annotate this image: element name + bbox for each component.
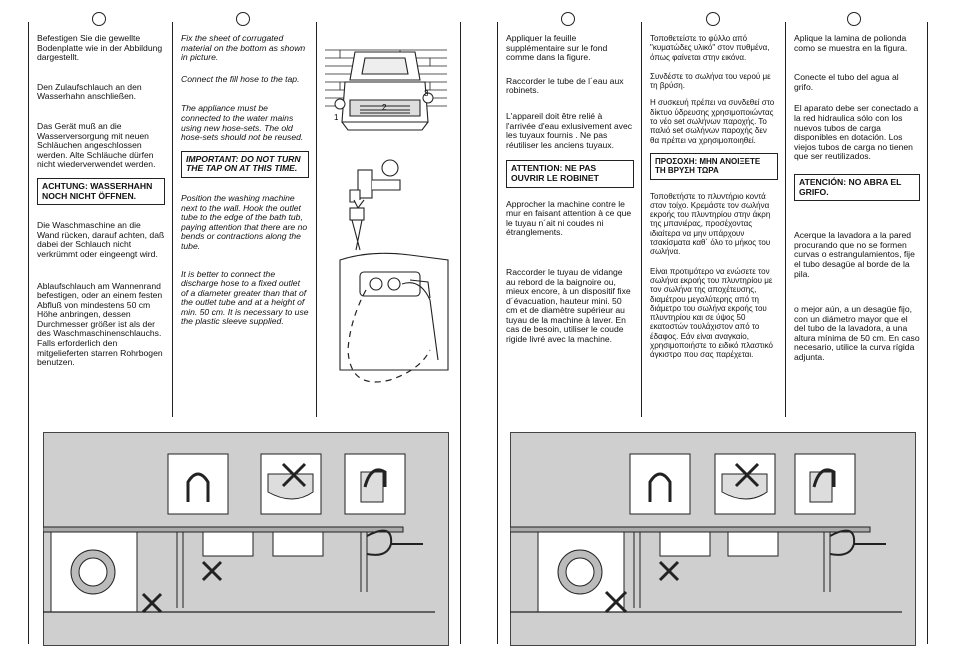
gr-step-discharge-hose: Είναι προτιμότερο να ενώσετε τον σωλήνα …: [650, 266, 773, 360]
page-divider-center-right: [497, 22, 498, 644]
de-step-corrugated-sheet: Befestigen Sie die gewellte Bodenplatte …: [37, 33, 163, 63]
en-step-corrugated-sheet: Fix the sheet of corrugated material on …: [181, 33, 306, 63]
gr-step-position-machine: Τοποθετήστε το πλυντήριο κοντά στον τοίχ…: [650, 191, 771, 257]
es-step-fill-hose: Conecte el tubo del agua al grifo.: [794, 72, 899, 92]
language-marker-fr: [561, 12, 575, 26]
fr-step-new-hoses: L'appareil doit être relié à l'arrivée d…: [506, 110, 633, 150]
de-warning-box: ACHTUNG: WASSERHAHN NOCH NICHT ÖFFNEN.: [37, 177, 165, 206]
column-french: Appliquer la feuille supplémentaire sur …: [506, 33, 634, 357]
column-greek: Τοποθετείστε το φύλλο από "κυματώδες υλι…: [650, 34, 778, 372]
figure-tap-hose: [339, 159, 449, 383]
installation-diagram-right: [510, 453, 902, 614]
column-divider-2: [316, 22, 317, 417]
en-step-fill-hose: Connect the fill hose to the tap.: [181, 73, 300, 84]
column-spanish: Aplique la lamina de poliondа como se mu…: [794, 33, 920, 375]
gr-step-corrugated-sheet: Τοποθετείστε το φύλλο από "κυματώδες υλι…: [650, 34, 770, 62]
figure-label-3: 3: [424, 89, 429, 98]
column-divider-1: [172, 22, 173, 417]
figure-label-1: 1: [334, 113, 339, 122]
fr-step-discharge-hose: Raccorder le tuyau de vidange au rebord …: [506, 266, 631, 345]
fr-step-corrugated-sheet: Appliquer la feuille supplémentaire sur …: [506, 33, 608, 63]
en-step-discharge-hose: It is better to connect the discharge ho…: [181, 268, 309, 327]
column-german: Befestigen Sie die gewellte Bodenplatte …: [37, 33, 165, 380]
page-divider-center-left: [460, 22, 461, 644]
en-step-new-hoses: The appliance must be connected to the w…: [181, 103, 304, 143]
en-warning-box: IMPORTANT: DO NOT TURN THE TAP ON AT THI…: [181, 150, 309, 178]
gr-warning-box: ΠΡΟΣΟΧΗ: ΜΗΝ ΑΝΟΙΞΕΤΕ ΤΗ ΒΡΥΣΗ ΤΩΡΑ: [650, 152, 778, 180]
language-marker-es: [847, 12, 861, 26]
language-marker-en: [236, 12, 250, 26]
language-marker-de: [92, 12, 106, 26]
es-step-corrugated-sheet: Aplique la lamina de poliondа como se mu…: [794, 33, 908, 53]
column-divider-4: [785, 22, 786, 417]
de-step-new-hoses: Das Gerät muß an die Wasserversorgung mi…: [37, 120, 156, 170]
fr-step-fill-hose: Raccorder le tube de l´eau aux robinets.: [506, 75, 624, 96]
es-warning-box: ATENCIÓN: NO ABRA EL GRIFO.: [794, 173, 920, 202]
de-step-discharge-hose: Ablaufschlauch am Wannenrand befestigen,…: [37, 280, 163, 368]
gr-step-fill-hose: Συνδέστε το σωλήνα του νερού με τη βρύση…: [650, 71, 771, 91]
es-step-position-machine: Acerque la lavadora a la pared procurand…: [794, 230, 915, 279]
es-step-new-hoses: El aparato debe ser conectado a la red h…: [794, 103, 919, 162]
page-divider-left: [28, 22, 29, 644]
es-step-discharge-hose: o mejor aún, a un desagüe fijo, con un d…: [794, 304, 920, 363]
column-divider-3: [641, 22, 642, 417]
language-marker-gr: [706, 12, 720, 26]
installation-diagram-left: [43, 453, 435, 614]
de-step-fill-hose: Den Zulaufschlauch an den Wasserhahn ans…: [37, 81, 142, 102]
column-english: Fix the sheet of corrugated material on …: [181, 33, 309, 339]
en-step-position-machine: Position the washing machine next to the…: [181, 192, 308, 251]
gr-step-new-hoses: Η συσκευή πρέπει να συνδεθεί στο δίκτυο …: [650, 98, 775, 145]
figure-corrugated-sheet: 1 2 3: [325, 49, 447, 131]
figure-label-2: 2: [382, 103, 387, 112]
de-step-position-machine: Die Waschmaschine an die Wand rücken, da…: [37, 220, 165, 259]
fr-warning-box: ATTENTION: NE PAS OUVRIR LE ROBINET: [506, 160, 634, 188]
fr-step-position-machine: Approcher la machine contre le mur en fa…: [506, 198, 632, 238]
page-divider-right: [927, 22, 928, 644]
